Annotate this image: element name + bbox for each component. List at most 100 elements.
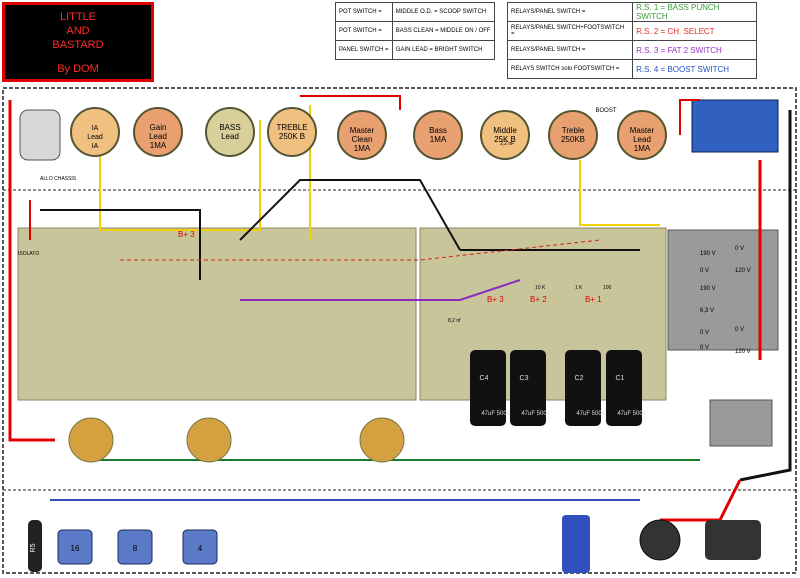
relay-desc: R.S. 4 = BOOST SWITCH: [632, 59, 757, 79]
tap-right: 120 V: [735, 268, 751, 274]
cap-body: [565, 350, 601, 426]
jack-body: [182, 529, 218, 565]
pot-label-line: Lead: [87, 134, 103, 141]
pot-label-line: 25K B: [494, 135, 516, 144]
pot-label-line: IA: [92, 143, 99, 150]
cap-value: 47uF 500V: [481, 411, 510, 417]
b-plus-label: B+ 2: [530, 295, 547, 304]
relay-desc: R.S. 2 = CH. SELECT: [632, 21, 757, 41]
filter-cap-c3: C3 47uF 500V: [510, 350, 551, 426]
pot-label-line: 1MA: [354, 144, 371, 153]
transformer-taps: 190 V 0 V 0 V 120 V 190 V 6,3 V 0 V 0 V …: [700, 246, 751, 355]
cap-2n2-label: 2,2 nF: [500, 141, 514, 147]
title-box: LITTLE AND BASTARD By DOM: [2, 2, 154, 82]
jack-body: [57, 529, 93, 565]
tap-left: 0 V: [700, 268, 709, 274]
pot-body: [548, 110, 598, 160]
pot-label-line: Lead: [221, 132, 239, 141]
res-1k-label: 1 K: [575, 285, 583, 291]
legend-desc: GAIN LEAD = BRIGHT SWITCH: [391, 40, 496, 60]
relay-legend-row: RELAYS/PANEL SWITCH+FOOTSWITCH =R.S. 2 =…: [506, 21, 757, 41]
cap-100-label: 100: [603, 285, 612, 291]
relay-legend: RELAYS/PANEL SWITCH =R.S. 1 = BASS PUNCH…: [506, 2, 757, 79]
boost-label: BOOST: [595, 108, 616, 114]
pot-body: [337, 110, 387, 160]
b-plus-label: B+ 1: [585, 295, 602, 304]
pot-body: [267, 107, 317, 157]
speaker-jack-4[interactable]: 4: [182, 529, 218, 565]
jack-label: 8: [133, 544, 138, 553]
cap-label: 8,2 nf: [448, 318, 461, 324]
switch-legend-row: POT SWITCH =BASS CLEAN = MIDDLE ON / OFF: [335, 21, 496, 41]
pot-label-line: Clean: [352, 135, 373, 144]
tube-socket-v2: [186, 417, 232, 463]
mains-switch[interactable]: [705, 520, 761, 560]
speaker-jack-8[interactable]: 8: [117, 529, 153, 565]
tap-left: 0 V: [700, 330, 709, 336]
resistor-r5-label: R5: [30, 543, 37, 552]
resistor-r5: [28, 520, 42, 572]
cap-body: [510, 350, 546, 426]
relay-legend-row: RELAYS/PANEL SWITCH =R.S. 1 = BASS PUNCH…: [506, 2, 757, 22]
relay-legend-row: RELAYS/PANEL SWITCH =R.S. 3 = FAT 2 SWIT…: [506, 40, 757, 60]
cap-body: [606, 350, 642, 426]
relay-label: RELAYS/PANEL SWITCH =: [506, 2, 634, 22]
legend-label: PANEL SWITCH =: [335, 40, 393, 60]
title-line-3: BASTARD: [52, 39, 104, 51]
cap-value: 47uF 500V: [521, 411, 550, 417]
isolato-label: ISOLATO: [18, 251, 39, 257]
title-line-1: LITTLE: [59, 11, 97, 23]
allo-chassis-label: ALLO CHASSIS: [40, 176, 77, 182]
pot-body: [413, 110, 463, 160]
tap-right: 120 V: [735, 349, 751, 355]
input-jack[interactable]: [19, 109, 61, 161]
b-plus-label: B+ 3: [178, 230, 195, 239]
pot-body: [133, 107, 183, 157]
relay-desc: R.S. 3 = FAT 2 SWITCH: [632, 40, 757, 60]
relay-legend-row: RELAYS SWITCH solo FOOTSWITCH =R.S. 4 = …: [506, 59, 757, 79]
cap-value: 47uF 500V: [617, 411, 646, 417]
footswitch-jack[interactable]: [562, 515, 590, 573]
filter-cap-c1: C1 47uF 500V: [606, 350, 647, 426]
pot-body: [480, 110, 530, 160]
tap-left: 190 V: [700, 251, 716, 257]
cap-id: C2: [575, 375, 584, 382]
relay-label: RELAYS SWITCH solo FOOTSWITCH =: [506, 59, 634, 79]
tap-right: 0 V: [735, 246, 744, 252]
power-inlet[interactable]: [639, 519, 681, 561]
cap-id: C3: [520, 375, 529, 382]
cap-id: C4: [480, 375, 489, 382]
title-author: By DOM: [57, 63, 99, 75]
legend-desc: BASS CLEAN = MIDDLE ON / OFF: [391, 21, 496, 41]
pot-label-line: 1MA: [150, 141, 167, 150]
tap-right: 0 V: [735, 327, 744, 333]
relay-desc: R.S. 1 = BASS PUNCH SWITCH: [632, 2, 757, 22]
pot-body: [205, 107, 255, 157]
tap-left: 6,3 V: [700, 308, 714, 314]
cap-id: C1: [616, 375, 625, 382]
pot-label-line: 1MA: [430, 135, 447, 144]
pot-body: [617, 110, 667, 160]
tube-socket-v3: [359, 417, 405, 463]
pot-label-line: 250K B: [279, 132, 305, 141]
cap-body: [470, 350, 506, 426]
pot-label-line: 250KB: [561, 135, 585, 144]
switch-legend: POT SWITCH =MIDDLE O.D. = SCOOP SWITCH P…: [335, 2, 496, 60]
tube-socket-v1: [68, 417, 114, 463]
speaker-jack-16[interactable]: 16: [57, 529, 93, 565]
